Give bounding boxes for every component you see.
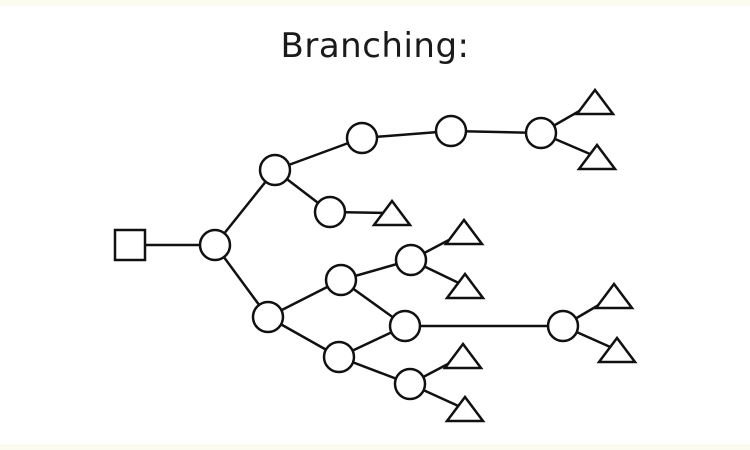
triangle-leaf-t9 <box>444 394 486 423</box>
circle-node-n12 <box>322 340 356 374</box>
circle-node-n4 <box>434 114 468 148</box>
triangle-leaf-t7 <box>596 335 638 364</box>
circle-node-n7 <box>251 300 285 334</box>
circle-node-n1 <box>198 228 232 262</box>
circle-node-n6 <box>313 195 347 229</box>
triangle-leaf-t3 <box>371 198 413 227</box>
triangle-leaf-t8 <box>442 341 484 370</box>
square-root-node <box>113 228 147 262</box>
top-frame-strip <box>0 0 750 6</box>
circle-node-n9 <box>394 243 428 277</box>
nodes-group <box>113 87 638 423</box>
triangle-leaf-t4 <box>443 217 485 246</box>
circle-node-n3 <box>345 121 379 155</box>
triangle-leaf-t2 <box>576 142 618 171</box>
circle-node-n2 <box>258 153 292 187</box>
diagram-title: Branching: <box>280 26 470 66</box>
circle-node-n8 <box>324 263 358 297</box>
triangle-leaf-t6 <box>593 281 635 310</box>
bottom-frame-strip <box>0 444 750 450</box>
circle-node-n10 <box>388 309 422 343</box>
triangle-leaf-t1 <box>574 87 616 116</box>
triangle-leaf-t5 <box>444 271 486 300</box>
circle-node-n5 <box>524 116 558 150</box>
circle-node-n13 <box>393 367 427 401</box>
circle-node-n11 <box>546 309 580 343</box>
